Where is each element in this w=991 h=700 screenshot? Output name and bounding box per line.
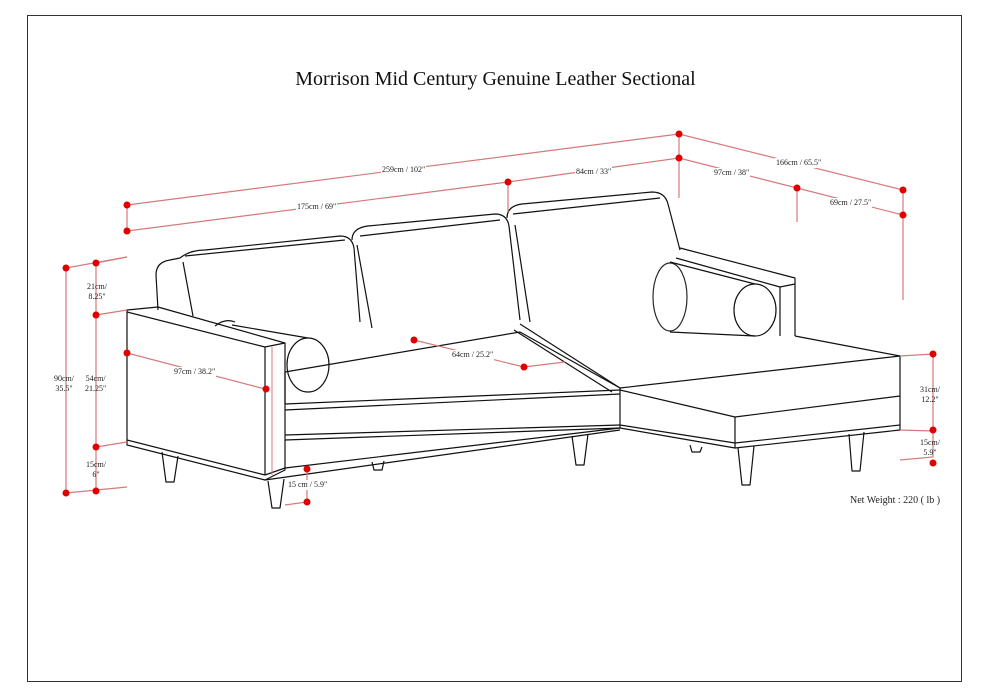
dim-arm-height: 54cm/ 21.25" <box>85 374 107 393</box>
dim-total-height: 90cm/ 35.5" <box>54 374 74 393</box>
dim-chaise-extension: 69cm / 27.5" <box>829 198 873 208</box>
dim-back-height: 21cm/ 8.25" <box>87 282 107 301</box>
net-weight: Net Weight : 220 ( lb ) <box>850 495 941 506</box>
dim-chaise-width: 84cm / 33" <box>575 167 613 177</box>
drawing-frame <box>27 15 962 682</box>
dimension-dots <box>62 130 937 506</box>
diagram-title: Morrison Mid Century Genuine Leather Sec… <box>295 68 696 90</box>
dimension-lines <box>65 133 934 506</box>
dim-leg-left: 15cm/ 6" <box>86 460 106 479</box>
dim-overall-length: 259cm / 102" <box>381 165 427 175</box>
dim-seat-depth: 64cm / 25.2" <box>451 350 495 360</box>
dim-arm-depth: 97cm / 38.2" <box>173 367 217 377</box>
dim-sofa-depth: 97cm / 38" <box>713 168 751 178</box>
dim-chaise-seat: 31cm/ 12.2" <box>920 385 940 404</box>
dim-chaise-leg: 15cm/ 5.9" <box>920 438 940 457</box>
dim-leg-height: 15 cm / 5.9" <box>287 480 329 490</box>
dim-overall-depth: 166cm / 65.5" <box>775 158 823 168</box>
dim-sofa-length: 175cm / 69" <box>296 202 338 212</box>
sofa-outline <box>126 191 901 509</box>
